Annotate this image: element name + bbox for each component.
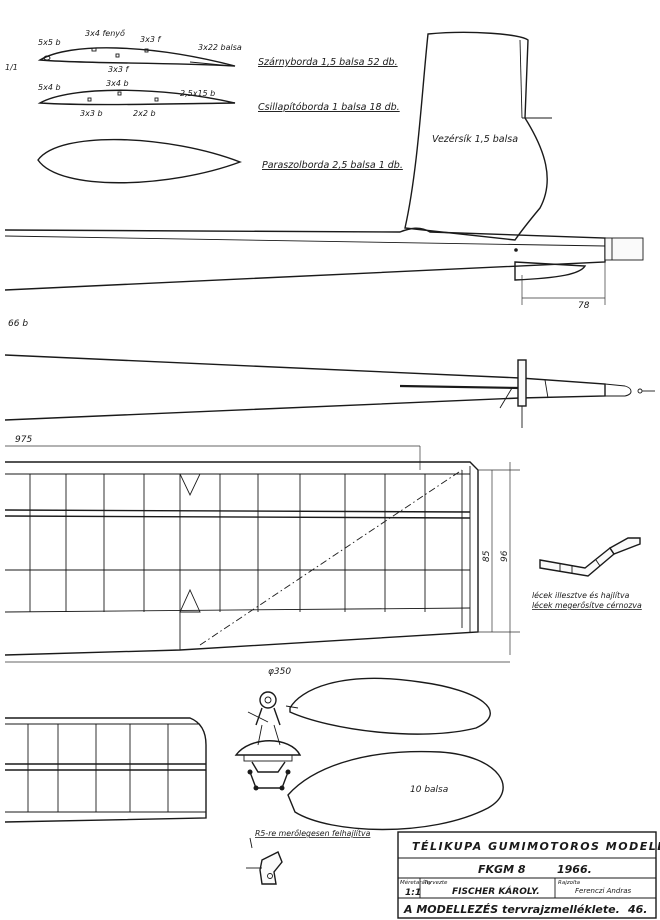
tail-rib-size-2: 3x4 b <box>106 79 129 88</box>
propeller-hub-detail <box>234 691 302 791</box>
dim-85: 85 <box>482 550 492 562</box>
signature: Ferenczi Andras <box>575 887 631 895</box>
wing-ribs <box>29 474 426 612</box>
wing-rib-size-5: 3x3 f <box>108 65 129 74</box>
wing-rib-size-3: 3x3 f <box>140 35 161 44</box>
designer-label: Tervezte <box>424 880 448 886</box>
tail-rib-profile: 5x4 b 3x4 b 2,5x15 b 3x3 b 2x2 b <box>37 79 236 118</box>
wing-rib-size-1: 5x5 b <box>38 38 61 47</box>
wing-rib-profile: 5x5 b 3x4 fenyő 3x3 f 3x22 balsa 3x3 f 1… <box>5 29 242 74</box>
fuselage-top-view <box>4 354 655 428</box>
dim-975: 975 <box>15 435 32 445</box>
plan-model: FKGM 8 <box>478 863 526 876</box>
tip-note-1: lécek illesztve és hajlítva <box>532 591 630 600</box>
drawn-label: Rajzolta <box>558 880 581 886</box>
svg-text:1/1: 1/1 <box>5 63 18 72</box>
plan-year: 1966. <box>557 863 592 876</box>
plan-title: TÉLIKUPA GUMIMOTOROS MODELL. <box>412 840 660 853</box>
dim-96: 96 <box>500 550 510 562</box>
stabilizer-plan-view <box>4 717 207 823</box>
wing-rib-note: Szárnyborda 1,5 balsa 52 db. <box>258 57 398 68</box>
wing-rib-size-4: 3x22 balsa <box>198 43 242 52</box>
fin-side-view: Vezérsík 1,5 balsa <box>404 31 552 241</box>
stabilizer-ribs <box>27 724 169 812</box>
tail-rib-size-1: 5x4 b <box>38 83 61 92</box>
tail-rib-size-3: 2,5x15 b <box>180 89 215 98</box>
propeller-blade-top <box>289 677 491 735</box>
sheet-number: 46. <box>627 903 648 916</box>
prop-blade-note: 10 balsa <box>410 785 448 795</box>
tip-joint-detail: lécek illesztve és hajlítva lécek megerő… <box>532 537 642 610</box>
tail-rib-size-5: 2x2 b <box>133 109 156 118</box>
dim-350: φ350 <box>268 667 291 677</box>
dim-78: 78 <box>578 301 590 311</box>
footer-publisher: A MODELLEZÉS tervrajzmelléklete. <box>403 903 620 916</box>
fuselage-side-view: 78 66 b <box>4 227 644 329</box>
tail-rib-note: Csillapítóborda 1 balsa 18 db. <box>258 102 400 113</box>
hook-detail: R5-re merőlegesen felhajlítva <box>246 829 371 885</box>
wing-rib-size-2: 3x4 fenyő <box>85 29 125 38</box>
dim-66b: 66 b <box>8 319 28 329</box>
fin-note: Vezérsík 1,5 balsa <box>432 134 518 145</box>
designer-name: FISCHER KÁROLY. <box>452 885 540 897</box>
tail-rib-size-4: 3x3 b <box>80 109 103 118</box>
scale-label: Méretarány <box>400 879 432 886</box>
tip-note-2: lécek megerősítve cérnozva <box>532 601 642 610</box>
scale-value: 1:1 <box>405 888 421 898</box>
wing-plan-view: 975 85 96 φ350 <box>4 435 520 677</box>
pylon-rib-note: Paraszolborda 2,5 balsa 1 db. <box>262 160 403 171</box>
propeller-blade-side: 10 balsa <box>287 750 504 831</box>
title-block: TÉLIKUPA GUMIMOTOROS MODELL. FKGM 8 1966… <box>397 831 660 919</box>
hook-note: R5-re merőlegesen felhajlítva <box>255 829 371 838</box>
pylon-rib-profile <box>37 138 242 184</box>
